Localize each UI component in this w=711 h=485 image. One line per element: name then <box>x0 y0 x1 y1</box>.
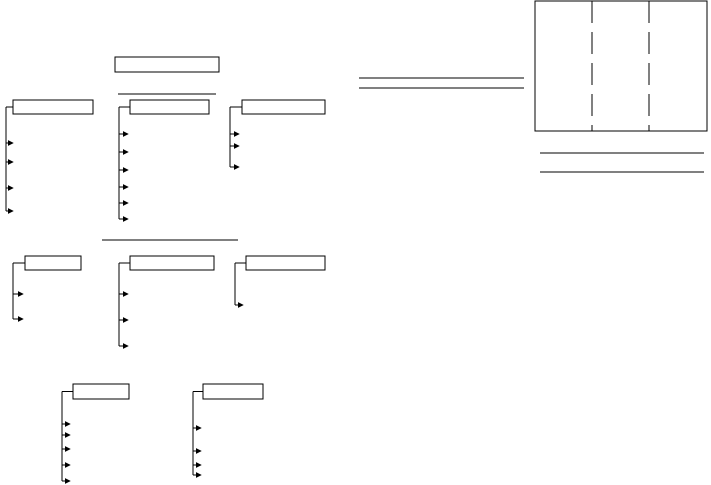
group-box <box>245 255 326 271</box>
groups-layer <box>5 99 326 484</box>
group-row2-col3 <box>234 255 326 308</box>
title-box <box>114 56 220 73</box>
group-row1-col2 <box>118 99 210 222</box>
group-box <box>129 255 215 271</box>
group-box <box>24 255 82 271</box>
group-row2-col2 <box>118 255 215 349</box>
group-box <box>72 383 130 400</box>
group-row3-col2 <box>192 383 264 478</box>
group-box <box>202 383 264 400</box>
group-row1-col1 <box>5 99 94 214</box>
group-row2-col1 <box>12 255 82 322</box>
group-row1-col3 <box>229 99 326 170</box>
right-table <box>534 0 708 132</box>
group-box <box>241 99 326 115</box>
group-row3-col1 <box>61 383 130 484</box>
group-box <box>129 99 210 115</box>
group-box <box>12 99 94 115</box>
